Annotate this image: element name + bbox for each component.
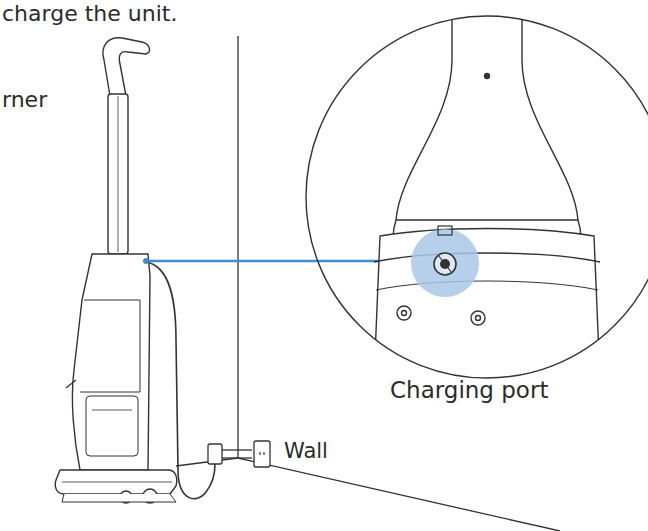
- port-highlight: [411, 229, 479, 297]
- vacuum-handle: [103, 38, 150, 96]
- vacuum-shaft: [108, 94, 128, 254]
- vacuum-body: [72, 254, 150, 470]
- wall-socket: [254, 441, 270, 467]
- vacuum-cleaner: [55, 38, 176, 503]
- charging-cord: [146, 262, 215, 499]
- magnifier-circle: [306, 16, 648, 378]
- part-label: Wall: [284, 440, 328, 463]
- instruction-text: rner: [2, 88, 47, 112]
- water-tank: [86, 396, 138, 456]
- charging-port: [434, 226, 456, 275]
- vacuum-head: [55, 470, 176, 494]
- instruction-text: charge the unit.: [2, 2, 177, 26]
- magnified-view: [374, 10, 600, 380]
- charger-plug: [208, 444, 252, 464]
- part-label: Charging port: [390, 378, 548, 403]
- leader-dot: [143, 258, 149, 264]
